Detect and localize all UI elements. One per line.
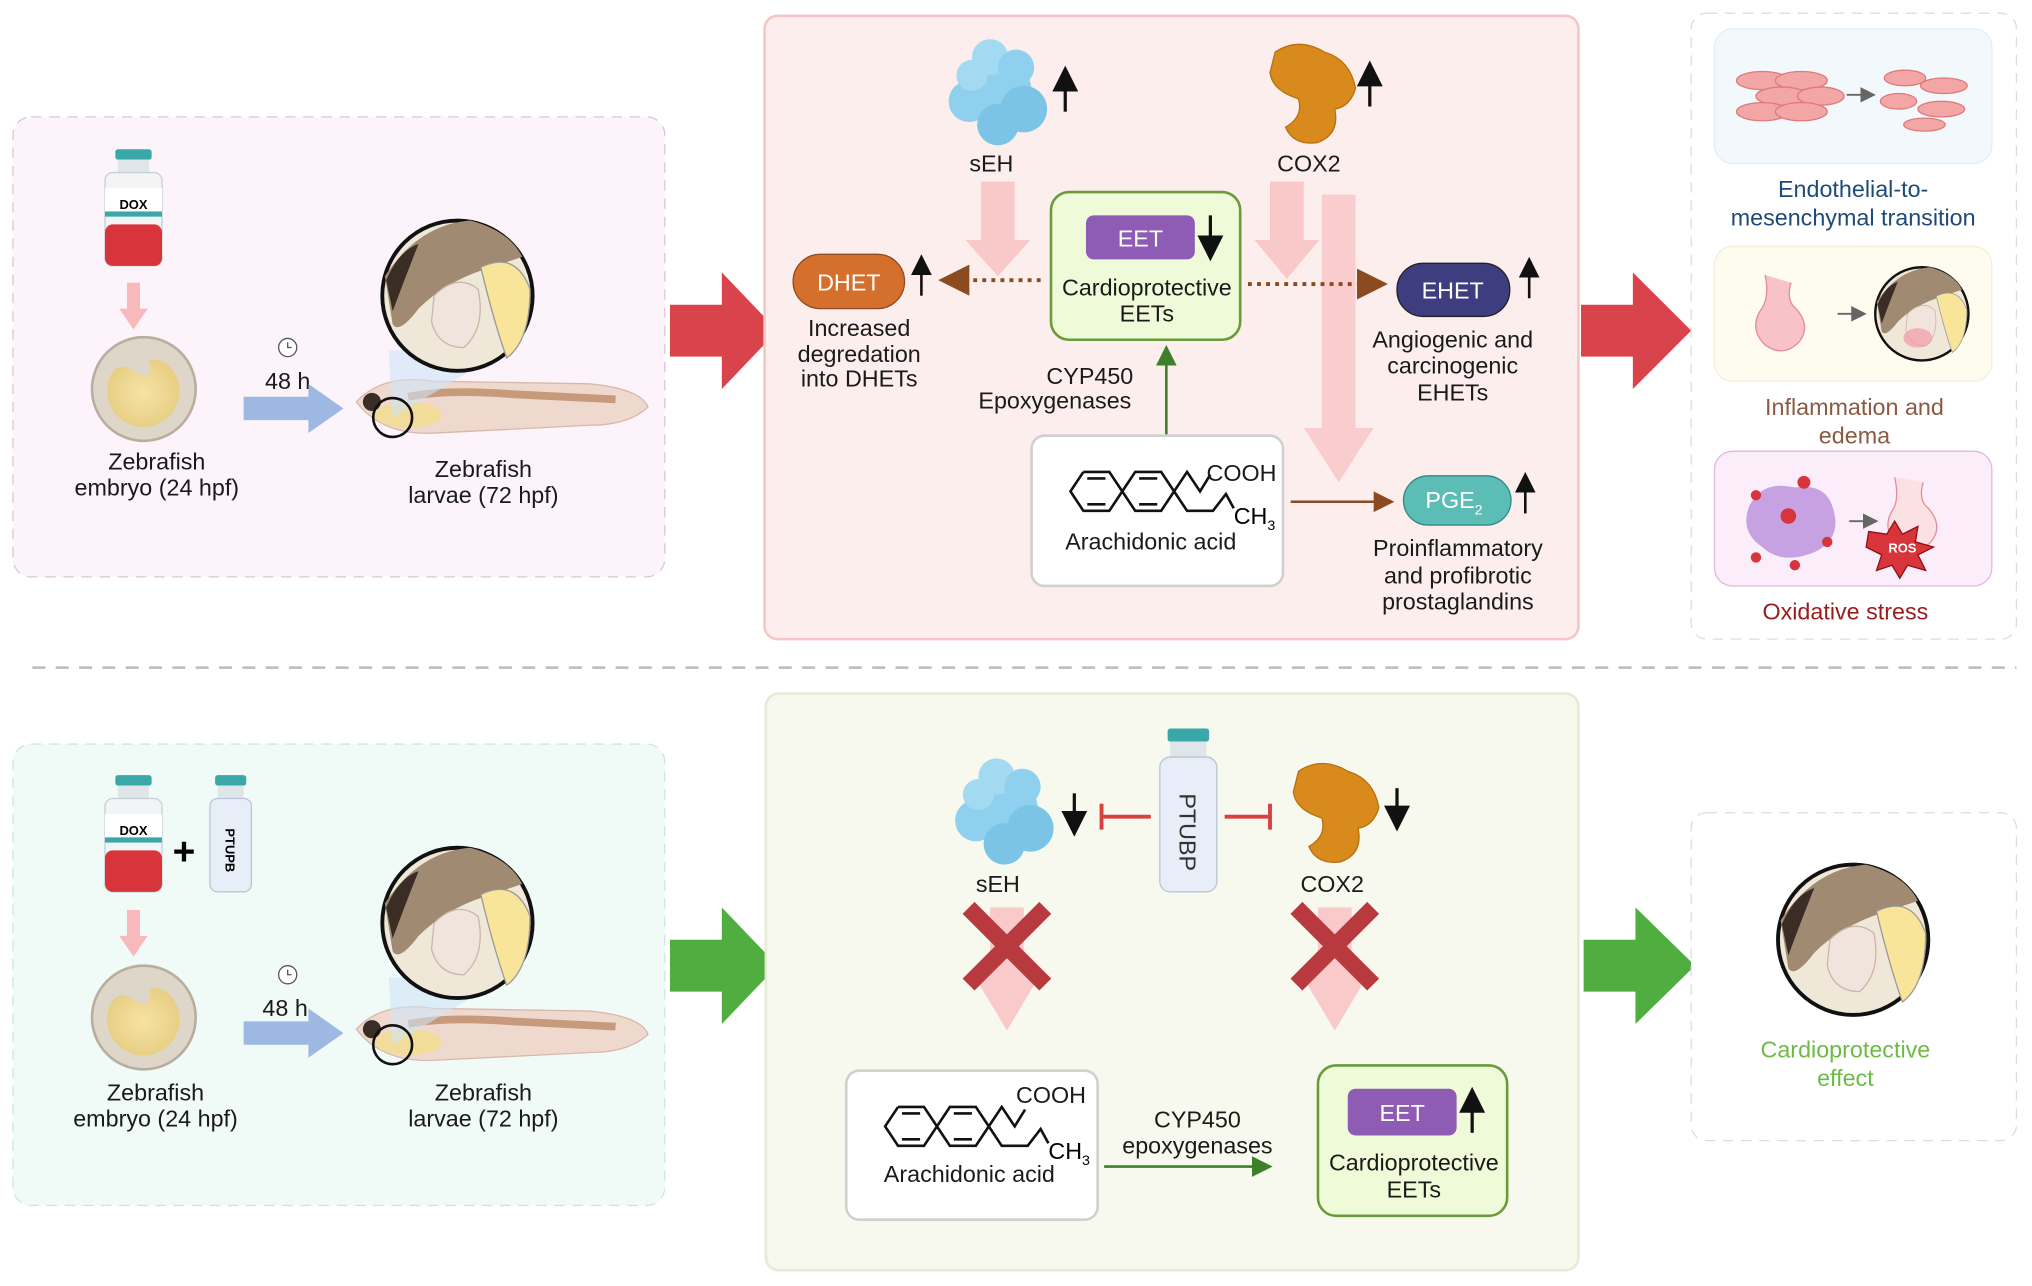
endmt-label: Endothelial-to-mesenchymal transition <box>1731 176 1976 231</box>
blocked-x-icon <box>1290 901 1380 991</box>
ptupb-flow-arrow-icon <box>669 907 778 1024</box>
clock-icon <box>277 965 298 985</box>
right-arrow-icon <box>243 1008 344 1058</box>
arachidonic-acid-label: Arachidonic acid <box>884 1161 1055 1187</box>
down-arrow-icon <box>119 909 148 957</box>
arachidonic-acid-label: Arachidonic acid <box>1065 529 1236 555</box>
zoom-region-icon <box>371 1023 414 1066</box>
oxidative-stress-card: ROS <box>1713 450 1993 587</box>
oxidative-stress-label: Oxidative stress <box>1762 599 1928 625</box>
plus-sign: + <box>173 831 196 874</box>
ehet-pill: EHET <box>1422 277 1484 303</box>
cox2-inhibition-icon <box>1224 803 1272 830</box>
inflammation-card <box>1713 245 1993 382</box>
right-arrow-icon <box>243 383 344 434</box>
cooh-label: COOH <box>1207 460 1277 486</box>
pge2-pill: PGE2 <box>1425 487 1482 518</box>
ros-burst-icon <box>1865 519 1936 580</box>
endothelial-cells-icon <box>1735 69 1968 132</box>
dox-flow-arrow-icon <box>669 272 778 389</box>
svg-text:DOX: DOX <box>119 197 147 212</box>
arachidonic-acid-box: COOH CH3 Arachidonic acid <box>1030 434 1285 588</box>
seh-label: sEH <box>969 150 1013 176</box>
down-arrow-icon <box>119 282 148 330</box>
time-label: 48 h <box>262 995 307 1021</box>
eet-pill: EET <box>1118 225 1163 251</box>
ch3-label: CH3 <box>1048 1138 1090 1169</box>
seh-inhibition-icon <box>1099 803 1151 830</box>
seh-label: sEH <box>976 871 1020 897</box>
svg-text:PTUBP: PTUBP <box>1174 793 1200 871</box>
cooh-label: COOH <box>1016 1082 1086 1108</box>
heart-zoom-icon <box>380 845 535 1001</box>
clock-icon <box>277 337 298 358</box>
ptubp-vial-icon: PTUBP <box>1159 728 1218 893</box>
ch3-label: CH3 <box>1234 503 1276 534</box>
dox-vial-icon: DOX <box>104 148 163 267</box>
dhet-pill: DHET <box>817 270 880 296</box>
eet-pill: EET <box>1380 1100 1425 1126</box>
svg-text:PTUPB: PTUPB <box>222 828 237 872</box>
blocked-x-icon <box>962 901 1052 991</box>
heart-zoom-icon <box>380 218 535 373</box>
ros-badge: ROS <box>1888 540 1916 555</box>
outcome-flow-arrow-icon <box>1581 272 1692 389</box>
ptupb-vial-icon: PTUPB <box>209 775 253 893</box>
cox2-label: COX2 <box>1277 150 1340 176</box>
zoom-region-icon <box>371 396 414 439</box>
heart-icon <box>1755 274 1806 352</box>
bottom-mechanism-panel: sEH PTUBP COX2 COOH CH3 Arachidonic acid… <box>764 692 1580 1272</box>
endmt-card <box>1713 28 1993 165</box>
time-label: 48 h <box>265 368 310 394</box>
outcome-flow-arrow-icon <box>1583 907 1696 1024</box>
dox-vial-icon: DOX <box>104 774 163 893</box>
embryo-icon <box>90 964 197 1071</box>
arachidonic-acid-box: COOH CH3 Arachidonic acid <box>844 1069 1099 1221</box>
edema-heart-zoom-icon <box>1874 266 1970 362</box>
healthy-heart-zoom-icon <box>1776 862 1931 1017</box>
top-outcomes-panel: Endothelial-to-mesenchymal transition In… <box>1690 12 2018 640</box>
cox2-label: COX2 <box>1300 871 1363 897</box>
svg-text:DOX: DOX <box>119 823 147 838</box>
embryo-icon <box>90 335 197 443</box>
